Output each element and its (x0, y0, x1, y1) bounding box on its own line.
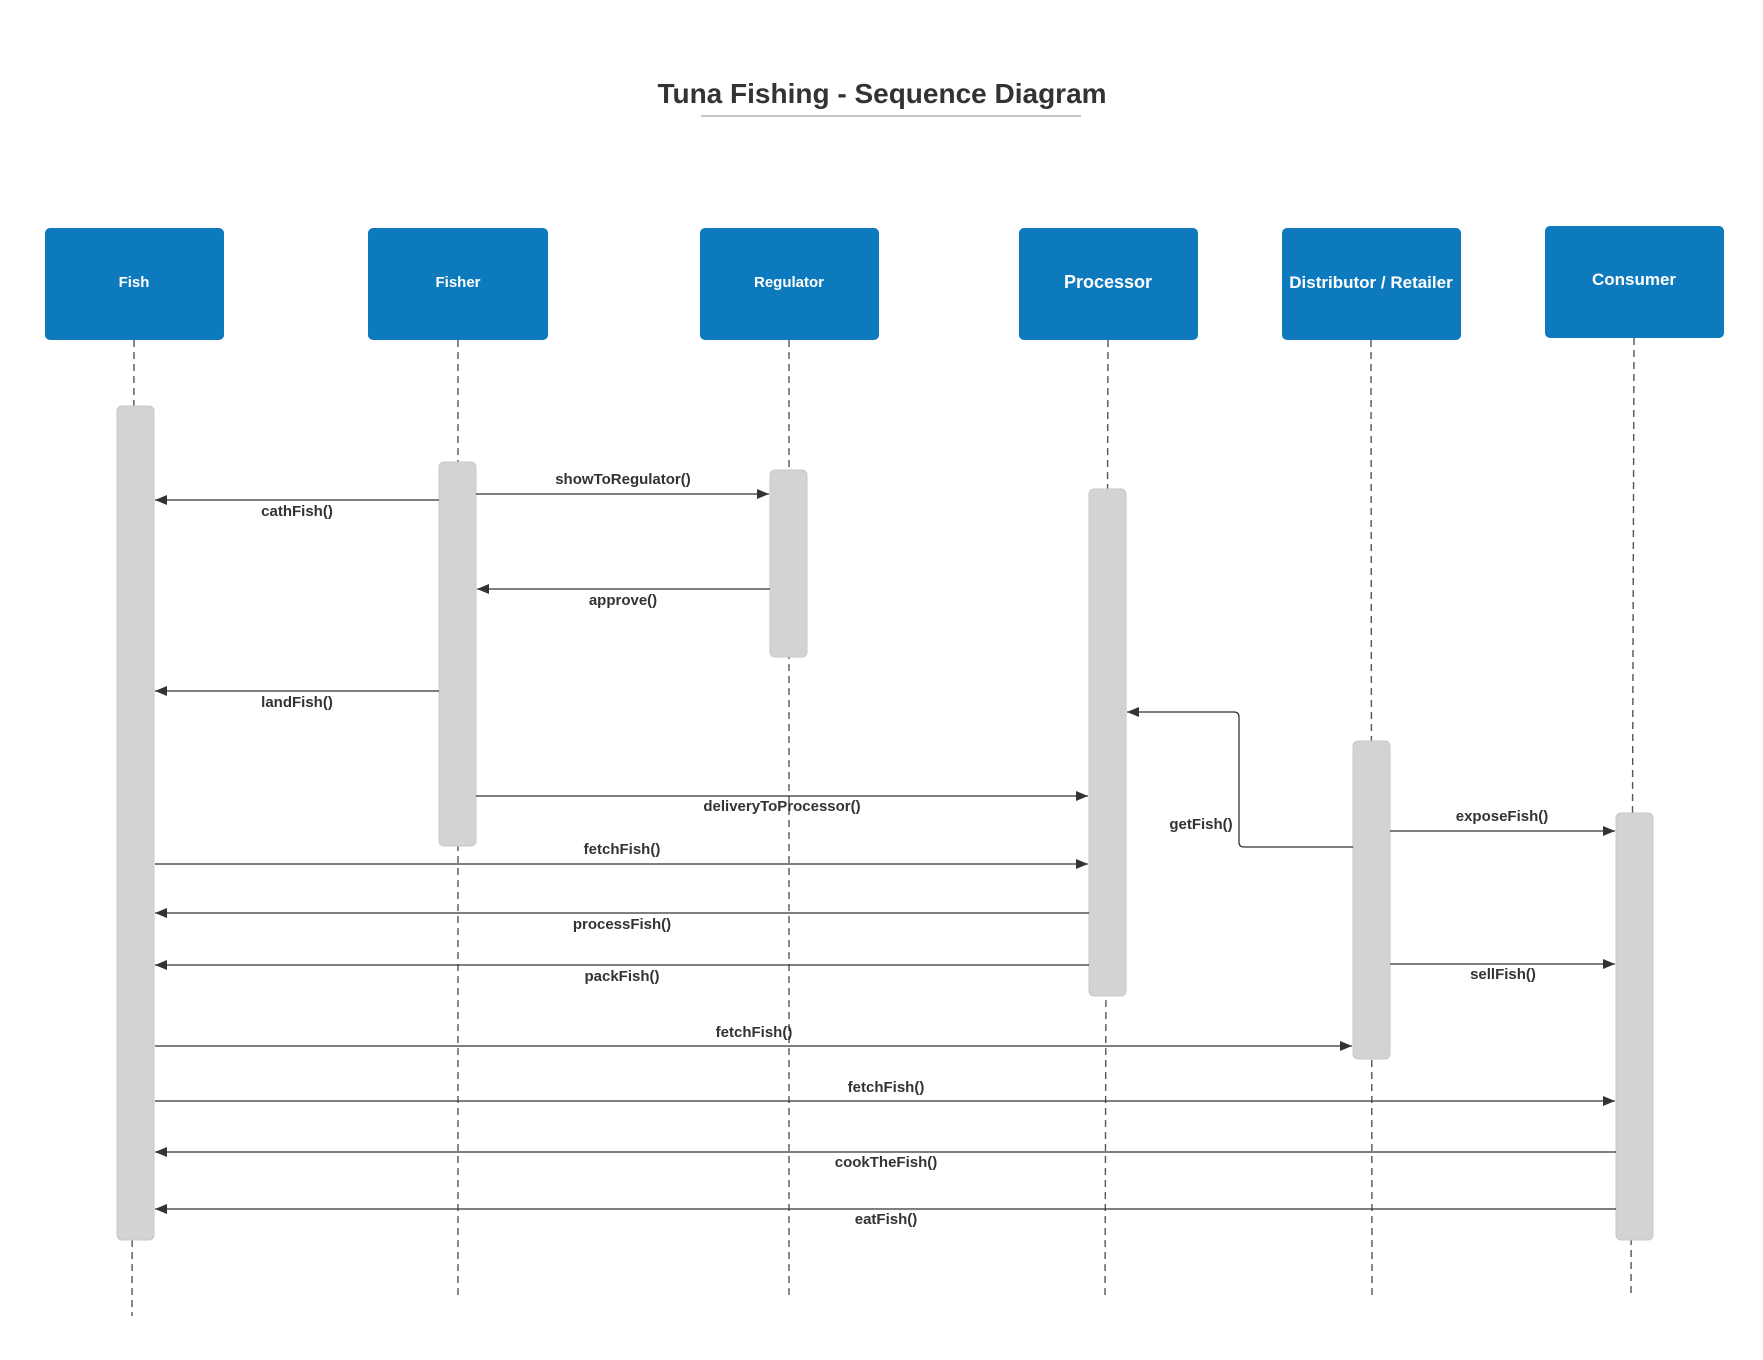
message-exposefish: exposeFish() (1390, 808, 1615, 836)
message-showtoregulator-label: showToRegulator() (555, 471, 691, 488)
message-fetchfish-consumer-label: fetchFish() (848, 1079, 925, 1096)
message-packfish-label: packFish() (584, 968, 659, 985)
actor-processor-box[interactable] (1019, 228, 1198, 340)
message-getfish-label: getFish() (1169, 816, 1232, 833)
message-approve: approve() (477, 584, 770, 609)
message-fetchfish-processor-label: fetchFish() (584, 841, 661, 858)
message-cookthefish: cookTheFish() (155, 1147, 1616, 1171)
message-cookthefish-label: cookTheFish() (835, 1154, 938, 1171)
messages: cathFish() showToRegulator() approve() l… (155, 471, 1616, 1228)
lifeline-distributor (1370, 339, 1373, 1297)
actor-distributor-box[interactable] (1282, 228, 1461, 340)
message-sellfish-label: sellFish() (1470, 966, 1536, 983)
actor-processor-label: Processor (1064, 272, 1152, 292)
message-eatfish: eatFish() (155, 1204, 1616, 1228)
message-fetchfish-distributor: fetchFish() (155, 1024, 1352, 1051)
message-showtoregulator: showToRegulator() (476, 471, 769, 499)
actor-regulator[interactable]: Regulator (700, 228, 879, 340)
actor-consumer[interactable]: Consumer (1545, 226, 1724, 338)
actor-consumer-box[interactable] (1545, 226, 1724, 338)
actor-fish[interactable]: Fish (45, 228, 224, 340)
actor-fish-box[interactable] (45, 228, 224, 340)
actor-fisher-box[interactable] (368, 228, 548, 340)
activation-regulator (769, 469, 808, 658)
actor-fish-label: Fish (119, 274, 150, 291)
message-sellfish: sellFish() (1390, 959, 1615, 983)
activation-consumer (1615, 812, 1654, 1241)
actor-distributor[interactable]: Distributor / Retailer (1282, 228, 1461, 340)
activation-fish (116, 405, 155, 1241)
actor-regulator-box[interactable] (700, 228, 879, 340)
message-cathfish: cathFish() (155, 495, 439, 520)
activation-distributor (1352, 740, 1391, 1060)
activation-fisher (438, 461, 477, 847)
message-processfish-label: processFish() (573, 916, 671, 933)
message-fetchfish-processor: fetchFish() (155, 841, 1088, 869)
message-landfish-label: landFish() (261, 694, 333, 711)
message-exposefish-label: exposeFish() (1456, 808, 1549, 825)
message-fetchfish-distributor-label: fetchFish() (716, 1024, 793, 1041)
message-deliverytoprocessor-label: deliveryToProcessor() (703, 798, 860, 815)
actor-processor[interactable]: Processor (1019, 228, 1198, 340)
activation-bars (116, 405, 1654, 1241)
actor-fisher[interactable]: Fisher (368, 228, 548, 340)
activation-processor (1088, 488, 1127, 997)
actor-fisher-label: Fisher (435, 274, 480, 291)
actor-regulator-label: Regulator (754, 274, 824, 291)
message-fetchfish-consumer: fetchFish() (155, 1079, 1615, 1106)
diagram-title: Tuna Fishing - Sequence Diagram (657, 78, 1106, 109)
actors: Fish Fisher Regulator Processor Distribu… (45, 226, 1724, 340)
message-packfish: packFish() (155, 960, 1089, 985)
message-eatfish-label: eatFish() (855, 1211, 918, 1228)
message-getfish: getFish() (1127, 707, 1353, 848)
message-cathfish-label: cathFish() (261, 503, 333, 520)
message-deliverytoprocessor: deliveryToProcessor() (476, 791, 1088, 815)
actor-consumer-label: Consumer (1592, 270, 1676, 289)
message-landfish: landFish() (155, 686, 439, 711)
message-getfish-arrow (1127, 707, 1353, 848)
message-approve-label: approve() (589, 592, 657, 609)
message-processfish: processFish() (155, 908, 1089, 933)
actor-distributor-label: Distributor / Retailer (1289, 273, 1453, 292)
